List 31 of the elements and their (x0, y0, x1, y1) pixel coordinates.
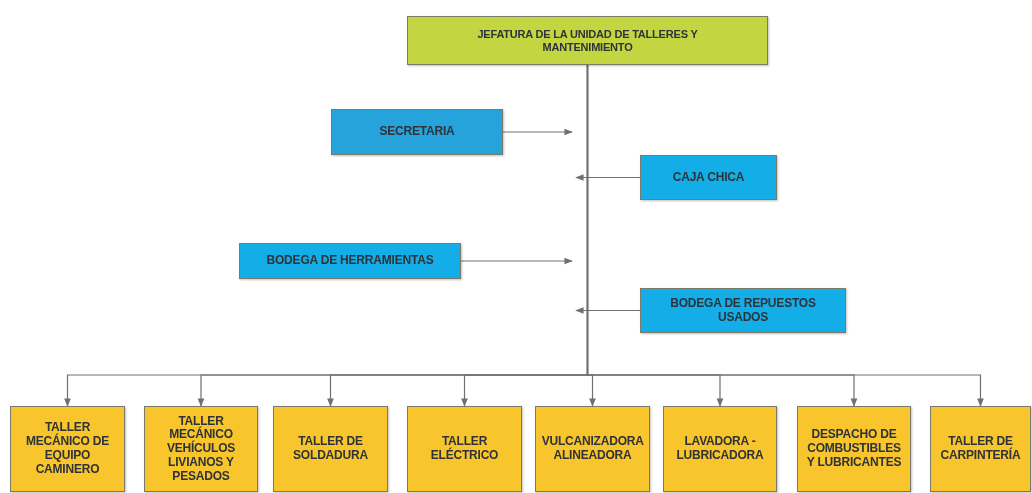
org-box (10, 406, 125, 492)
box-label: TALLER DE CARPINTERÍA (939, 435, 1022, 463)
box-label: LAVADORA - LUBRICADORA (675, 435, 765, 463)
box-label: BODEGA DE HERRAMIENTAS (266, 254, 434, 268)
org-box (640, 155, 777, 200)
arrow (502, 128, 573, 136)
box-label: JEFATURA DE LA UNIDAD DE TALLERES Y MANTENIMIENTO (476, 27, 699, 54)
org-box (640, 288, 846, 333)
org-box (331, 109, 503, 155)
box-label: CAJA CHICA (672, 170, 745, 185)
box-label: TALLER ELÉCTRICO (429, 435, 500, 463)
arrow (460, 257, 573, 265)
arrow (575, 174, 641, 181)
org-box (535, 406, 650, 492)
org-box (663, 406, 777, 492)
box-label: BODEGA DE REPUESTOS USADOS (669, 296, 817, 325)
box-label: TALLER MECÁNICO VEHÍCULOS LIVIANOS Y PESADOS (165, 414, 237, 484)
arrow (575, 307, 641, 314)
box-label: TALLER MECÁNICO DE EQUIPO CAMINERO (24, 421, 111, 477)
org-box (273, 406, 388, 492)
box-label: SECRETARIA (379, 125, 455, 139)
org-box (407, 16, 768, 65)
org-box (239, 243, 461, 279)
box-label: VULCANIZADORA ALINEADORA (541, 435, 644, 463)
org-box (930, 406, 1031, 492)
org-box (797, 406, 911, 492)
box-label: TALLER DE SOLDADURA (292, 435, 369, 463)
org-box (144, 406, 258, 492)
box-label: DESPACHO DE COMBUSTIBLES Y LUBRICANTES (806, 428, 902, 470)
arrow (586, 64, 984, 407)
org-box (407, 406, 522, 492)
